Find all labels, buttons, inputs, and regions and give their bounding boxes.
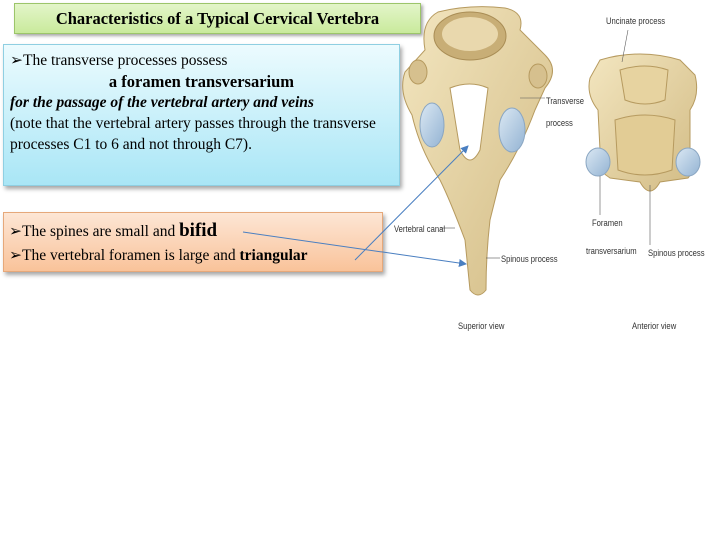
label-anterior-view: Anterior view (632, 321, 677, 331)
bullet-arrow-icon: ➢ (9, 223, 22, 240)
label-transverse-process-2: process (546, 118, 573, 128)
label-spinous-process-right: Spinous process (648, 248, 705, 258)
label-uncinate-process: Uncinate process (606, 16, 666, 26)
slide-title-text: Characteristics of a Typical Cervical Ve… (55, 8, 380, 28)
spines-foramen-box: ➢The spines are small and bifid ➢The ver… (3, 212, 383, 272)
bullet-transverse: ➢The transverse processes possess (10, 50, 393, 71)
slide-title: Characteristics of a Typical Cervical Ve… (14, 3, 421, 34)
label-foramen-1: Foramen (592, 218, 623, 228)
bullet-spines: ➢The spines are small and bifid (9, 219, 377, 244)
superior-view-vertebra (402, 6, 553, 296)
bullet-arrow-icon: ➢ (9, 247, 22, 264)
label-superior-view: Superior view (458, 321, 505, 331)
label-vertebral-canal: Vertebral canal (394, 224, 446, 234)
anterior-view-vertebra (585, 29, 701, 192)
foramen-transversarium-line: a foramen transversarium (108, 72, 295, 91)
vertebral-artery-line: for the passage of the vertebral artery … (10, 94, 314, 111)
transverse-process-box: ➢The transverse processes possess a fora… (3, 44, 400, 186)
label-spinous-process-left: Spinous process (501, 254, 558, 264)
bullet-foramen: ➢The vertebral foramen is large and tria… (9, 244, 377, 268)
triangular-word: triangular (239, 247, 308, 264)
bullet-arrow-icon: ➢ (10, 52, 23, 69)
transverse-line: The transverse processes possess (23, 52, 228, 69)
spines-text: The spines are small and (22, 223, 180, 240)
label-foramen-2: transversarium (586, 246, 637, 256)
bifid-word: bifid (179, 220, 218, 241)
note-line: (note that the vertebral artery passes t… (10, 115, 376, 153)
foramen-text: The vertebral foramen is large and (22, 247, 240, 264)
label-transverse-process-1: Transverse (546, 96, 584, 106)
